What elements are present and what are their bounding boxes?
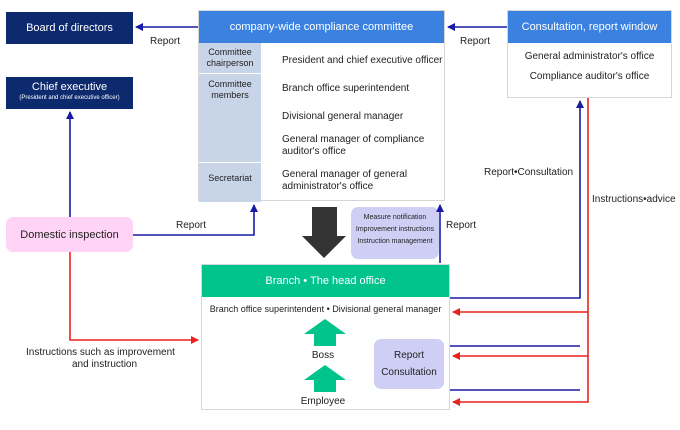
label-report-consultation: Report•Consultation [484,167,574,178]
row-divider [199,73,444,74]
member-admin-gm: General manager of general administrator… [282,169,408,192]
label-report-inspection: Report [176,220,207,231]
arrow-branch-to-consult-1 [450,100,584,299]
measure-management: Instruction management [357,238,433,245]
member-divisional-gm: Divisional general manager [282,111,404,122]
label-report-committee: Report [460,36,491,47]
committee-header: company-wide compliance committee [199,11,444,43]
branch-sub: Branch office superintendent • Divisiona… [209,304,442,314]
arrow-consult-to-branch-1 [452,98,589,406]
label-instructions-advice: Instructions•advice [592,194,676,205]
compliance-committee-box: company-wide compliance committee Commit… [198,10,445,202]
board-of-directors-box: Board of directors [6,12,133,44]
label-report-branch: Report [446,220,477,231]
report-consultation-box: Report Consultation [374,339,444,389]
boss-label: Boss [311,350,335,361]
chief-executive-box: Chief executive (President and chief exe… [6,77,133,109]
label-report-board: Report [150,36,181,47]
measure-notification: Measure notification [363,214,427,221]
measures-box: Measure notification Improvement instruc… [351,207,439,259]
report-box-line1: Report [393,350,424,361]
consult-auditor-office: Compliance auditor's office [529,71,650,82]
big-down-arrow [302,207,346,258]
arrow-inspection-to-branch [69,252,199,344]
branch-header: Branch • The head office [202,265,449,297]
measure-improvement: Improvement instructions [355,226,435,233]
chief-sub: (President and chief executive officer) [19,95,120,101]
role-secretariat: Secretariat [208,173,252,183]
committee-role-column [199,43,261,202]
inspection-label: Domestic inspection [20,228,119,241]
consult-admin-office: General administrator's office [524,51,655,62]
label-instructions-improvement-1: Instructions such as improvement [26,347,175,358]
employee-label: Employee [300,396,346,407]
chief-label: Chief executive [31,81,108,93]
member-branch-superintendent: Branch office superintendent [282,83,410,94]
domestic-inspection-box: Domestic inspection [6,217,133,252]
member-compliance-gm: General manager of compliance auditor's … [282,134,425,157]
board-label: Board of directors [26,22,113,34]
branch-head-office-box: Branch • The head office Branch office s… [201,264,450,410]
label-instructions-improvement-2: and instruction [72,359,138,370]
consultation-window-box: Consultation, report window General admi… [507,10,672,98]
report-box-line2: Consultation [381,367,437,378]
role-members: Committee members [208,79,252,100]
consultation-header: Consultation, report window [508,11,671,43]
role-chairperson: Committee chairperson [206,47,254,68]
member-president: President and chief executive officer [282,55,443,66]
row-divider [199,162,444,163]
